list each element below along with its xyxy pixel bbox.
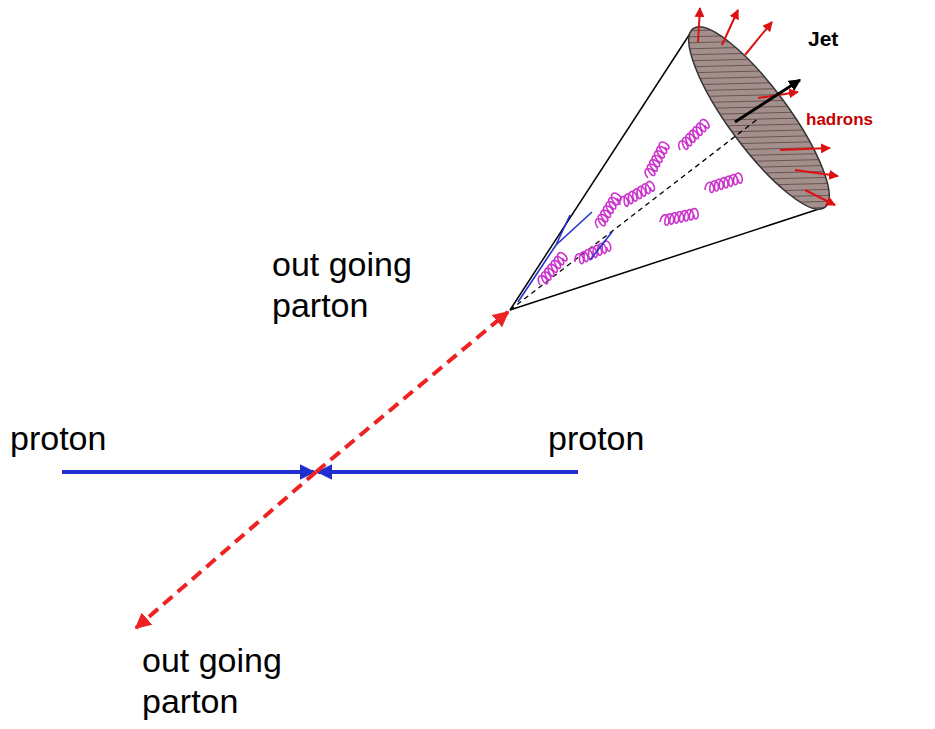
cone-edge [510, 207, 825, 310]
proton-beam [318, 470, 578, 474]
parton-label: out going parton [142, 640, 342, 722]
proton-label: proton [548, 418, 708, 459]
jet-axis [510, 118, 759, 310]
parton-line [316, 312, 508, 472]
gluon-shower [535, 118, 743, 288]
proton-label: proton [10, 418, 170, 459]
proton-beam [62, 470, 314, 474]
quark-lines [518, 212, 612, 302]
hadrons-label: hadrons [806, 110, 916, 130]
jet-arrow [735, 80, 800, 122]
jet-label: Jet [808, 26, 888, 51]
parton-line [136, 472, 316, 628]
cone-edge [510, 29, 693, 310]
parton-label: out going parton [272, 244, 472, 326]
